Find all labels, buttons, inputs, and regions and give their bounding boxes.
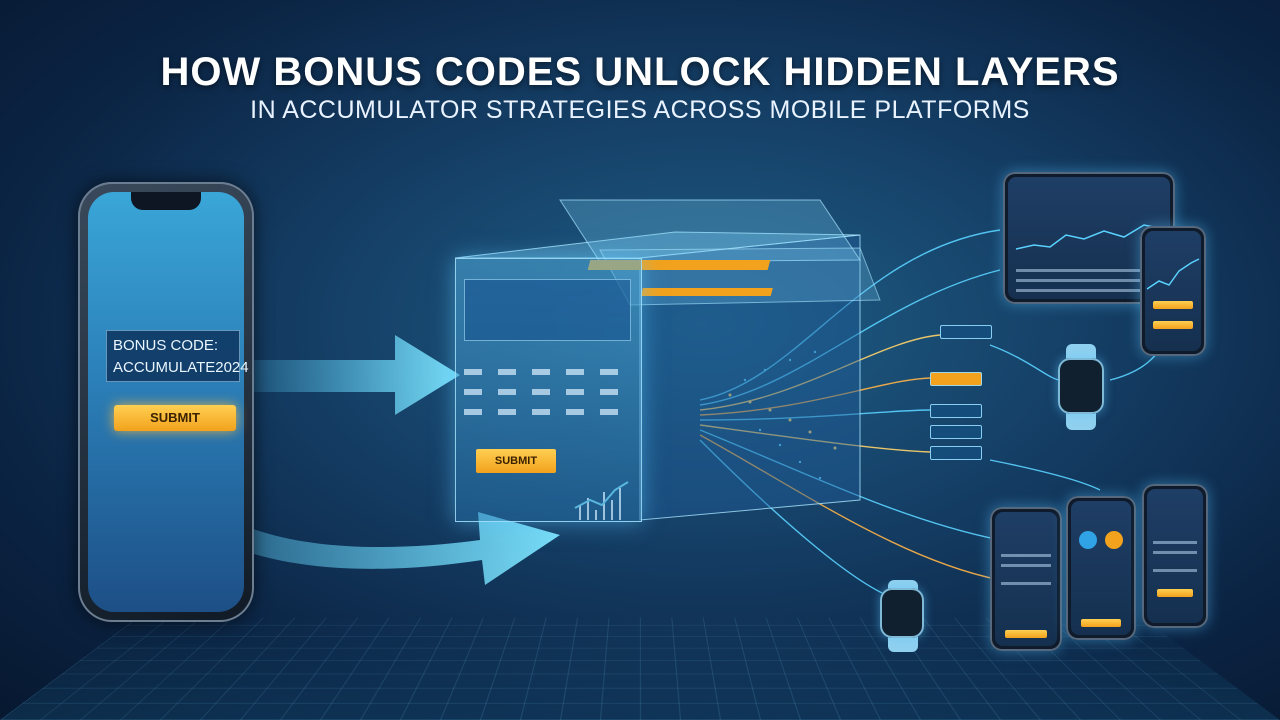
bottom-phone-3-screen xyxy=(1147,489,1203,623)
arrow-top xyxy=(250,335,460,415)
cube-layer-2 xyxy=(599,247,881,306)
cube-panel-1 xyxy=(464,279,631,341)
bottom-phone-1-row-1 xyxy=(1001,554,1051,557)
tablet-row-3 xyxy=(1016,289,1162,292)
cube-front-face: SUBMIT xyxy=(455,258,642,522)
bottom-phone-2-dial-2 xyxy=(1105,531,1123,549)
watch-1 xyxy=(1058,358,1104,414)
cube-row-lines-3 xyxy=(464,409,633,415)
tablet-row-1 xyxy=(1016,269,1162,272)
right-phone-top-chart xyxy=(1146,258,1200,290)
bottom-phone-1-row-3 xyxy=(1001,582,1051,585)
cube-submit-button[interactable]: SUBMIT xyxy=(476,449,556,473)
bonus-code-label: BONUS CODE: xyxy=(113,337,219,354)
flow-box-1 xyxy=(940,325,992,339)
right-phone-top-btn-1 xyxy=(1153,301,1193,309)
right-phone-top xyxy=(1140,226,1206,356)
flow-box-5 xyxy=(930,446,982,460)
cube-row-lines-2 xyxy=(464,389,633,395)
phone-submit-button[interactable]: SUBMIT xyxy=(114,405,236,431)
tablet-chart xyxy=(1015,224,1165,250)
bottom-phone-2-btn xyxy=(1081,619,1121,627)
bottom-phone-3-row-2 xyxy=(1153,551,1197,554)
watch-2 xyxy=(880,588,924,638)
phone-notch xyxy=(131,192,201,210)
bottom-phone-3-btn xyxy=(1157,589,1193,597)
left-phone xyxy=(78,182,254,622)
page-subtitle: IN ACCUMULATOR STRATEGIES ACROSS MOBILE … xyxy=(250,96,1030,124)
bottom-phone-2-screen xyxy=(1071,501,1131,635)
bottom-phone-1-row-2 xyxy=(1001,564,1051,567)
page-title: HOW BONUS CODES UNLOCK HIDDEN LAYERS xyxy=(160,50,1120,94)
tablet-row-2 xyxy=(1016,279,1162,282)
bottom-phone-1-screen xyxy=(995,512,1057,646)
bottom-phone-3-row-3 xyxy=(1153,569,1197,572)
flow-box-3 xyxy=(930,404,982,418)
cube-layer-1 xyxy=(559,199,861,263)
bottom-phone-2 xyxy=(1066,496,1136,640)
right-phone-top-screen xyxy=(1145,231,1201,351)
bottom-phone-1 xyxy=(990,507,1062,651)
right-phone-top-btn-2 xyxy=(1153,321,1193,329)
left-phone-screen xyxy=(88,192,244,612)
bottom-phone-3-row-1 xyxy=(1153,541,1197,544)
cube-row-lines-1 xyxy=(464,369,633,375)
bonus-code-value: ACCUMULATE2024 xyxy=(113,359,249,376)
bonus-code-box[interactable]: BONUS CODE: ACCUMULATE2024 xyxy=(106,330,249,382)
particles xyxy=(728,350,837,480)
bottom-phone-3 xyxy=(1142,484,1208,628)
bottom-phone-1-btn xyxy=(1005,630,1047,638)
flow-box-2 xyxy=(930,372,982,386)
bottom-phone-2-dial-1 xyxy=(1079,531,1097,549)
flow-box-4 xyxy=(930,425,982,439)
cube-layer-orange-bar-2 xyxy=(640,288,773,296)
